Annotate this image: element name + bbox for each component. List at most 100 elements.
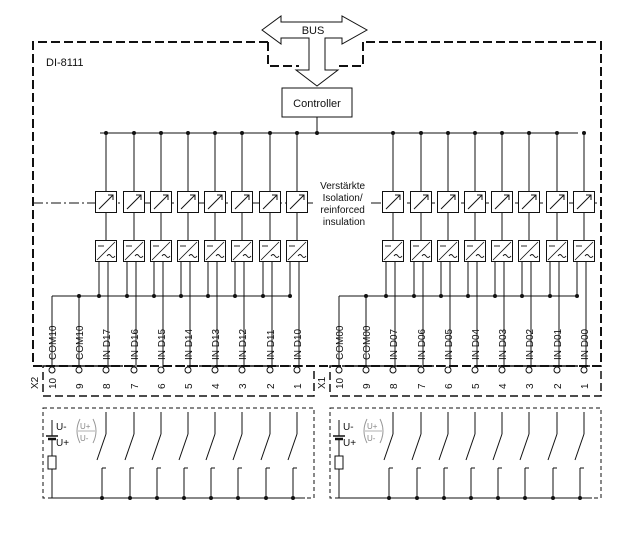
terminal-x1-5[interactable] — [471, 366, 479, 374]
channel-label: COM00 — [335, 325, 346, 360]
terminal-pin-label: 10 — [48, 377, 59, 389]
supply-plus-label: U+ — [56, 438, 69, 449]
field-switch — [519, 412, 530, 500]
channel-2 — [410, 131, 432, 368]
module-outline — [32, 41, 602, 367]
terminal-pin-label: 1 — [580, 383, 591, 389]
channel-4 — [177, 131, 199, 368]
terminal-pin-label: 4 — [211, 383, 222, 389]
terminal-x2-9[interactable] — [75, 366, 83, 374]
channel-label: IN D16 — [130, 328, 141, 360]
terminal-pin-label: 2 — [266, 383, 277, 389]
channel-1 — [382, 131, 404, 368]
connector-x2-label: X2 — [30, 376, 41, 389]
channel-label: IN D03 — [498, 328, 509, 360]
terminal-x1-3[interactable] — [525, 366, 533, 374]
terminal-block-x2 — [42, 365, 315, 397]
supply-minus-label: U- — [343, 422, 354, 433]
connector-x1-label: X1 — [317, 376, 328, 389]
terminal-x2-4[interactable] — [211, 366, 219, 374]
field-switch — [232, 412, 243, 500]
terminal-pin-label: 1 — [293, 383, 304, 389]
channel-6 — [231, 131, 253, 368]
field-switch — [205, 412, 216, 500]
channel-8 — [286, 131, 308, 368]
terminal-x1-4[interactable] — [498, 366, 506, 374]
channel-label: IN D11 — [266, 329, 277, 360]
terminal-pin-label: 6 — [157, 383, 168, 389]
channel-3 — [150, 131, 172, 368]
field-switch — [178, 412, 189, 500]
field-switch — [124, 412, 135, 500]
channel-5 — [491, 131, 513, 368]
channel-3 — [437, 131, 459, 368]
terminal-x1-2[interactable] — [553, 366, 561, 374]
terminal-x1-10[interactable] — [335, 366, 343, 374]
channel-label: COM10 — [48, 325, 59, 360]
terminal-x2-1[interactable] — [293, 366, 301, 374]
channel-label: IN D14 — [184, 328, 195, 360]
field-switch — [287, 412, 298, 500]
field-switch — [383, 412, 394, 500]
field-switch — [411, 412, 422, 500]
field-switch — [547, 412, 558, 500]
channel-2 — [123, 131, 145, 368]
terminal-x2-7[interactable] — [130, 366, 138, 374]
terminal-pin-label: 7 — [130, 383, 141, 389]
field-switch — [438, 412, 449, 500]
channel-8 — [573, 131, 595, 368]
field-wiring-x2 — [42, 407, 315, 499]
terminal-pin-label: 8 — [102, 383, 113, 389]
supply-badge-top: U+ — [367, 422, 378, 431]
terminal-x1-6[interactable] — [444, 366, 452, 374]
terminal-x2-6[interactable] — [157, 366, 165, 374]
supply-plus-label: U+ — [343, 438, 356, 449]
terminal-x1-7[interactable] — [417, 366, 425, 374]
channel-label: IN D12 — [238, 328, 249, 360]
channel-label: IN D17 — [102, 328, 113, 360]
field-switch — [151, 412, 162, 500]
terminal-x2-10[interactable] — [48, 366, 56, 374]
terminal-pin-label: 8 — [389, 383, 400, 389]
supply-x2: U- U+ U+ U- — [46, 418, 97, 498]
bus-notch — [267, 42, 364, 67]
channel-4 — [464, 131, 486, 368]
terminal-x1-8[interactable] — [389, 366, 397, 374]
channel-label: IN D02 — [525, 328, 536, 360]
field-switch — [465, 412, 476, 500]
terminal-x2-2[interactable] — [266, 366, 274, 374]
channel-label: IN D10 — [293, 328, 304, 360]
field-switch — [96, 412, 107, 500]
channel-label: IN D00 — [580, 328, 591, 360]
channel-1 — [95, 131, 117, 368]
channel-7 — [546, 131, 568, 368]
isolation-label: Verstärkte Isolation/ reinforced insulat… — [320, 181, 368, 228]
channel-label: IN D04 — [471, 328, 482, 360]
channel-label: COM10 — [75, 325, 86, 360]
terminal-x2-3[interactable] — [238, 366, 246, 374]
terminal-x2-8[interactable] — [102, 366, 110, 374]
channel-7 — [259, 131, 281, 368]
field-switch — [574, 412, 585, 500]
isolation-line-1: Verstärkte — [320, 181, 365, 192]
channel-label: IN D13 — [211, 328, 222, 360]
channel-label: IN D06 — [417, 328, 428, 360]
terminal-pin-label: 3 — [525, 383, 536, 389]
controller-label: Controller — [293, 98, 341, 110]
terminal-pin-label: 9 — [362, 383, 373, 389]
terminal-x1-1[interactable] — [580, 366, 588, 374]
module-name: DI-8111 — [46, 57, 84, 69]
channel-6 — [518, 131, 540, 368]
terminal-x1-9[interactable] — [362, 366, 370, 374]
channel-5 — [204, 131, 226, 368]
field-switch — [492, 412, 503, 500]
supply-badge-bottom: U- — [367, 434, 376, 443]
terminal-block-x1 — [329, 365, 602, 397]
terminal-pin-label: 5 — [184, 383, 195, 389]
channel-label: IN D05 — [444, 328, 455, 360]
terminal-x2-5[interactable] — [184, 366, 192, 374]
isolation-line-3: reinforced — [320, 205, 364, 216]
supply-minus-label: U- — [56, 422, 67, 433]
